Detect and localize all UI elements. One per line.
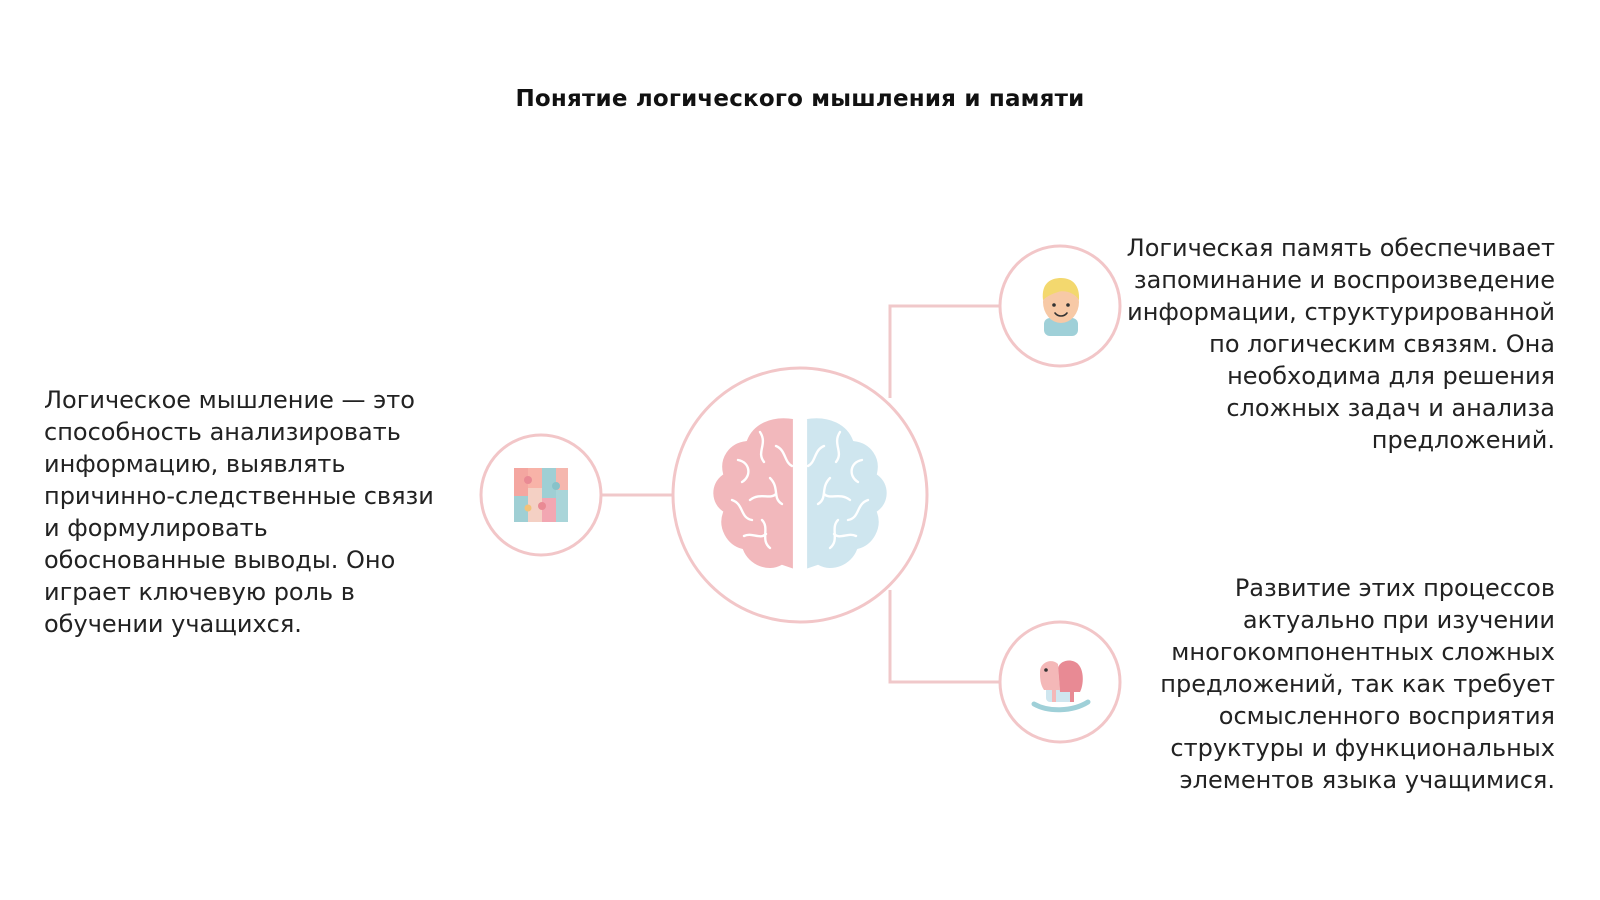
left-node <box>479 433 603 557</box>
logical-memory-text: Логическая память обеспечивает запоминан… <box>1126 234 1555 454</box>
child-icon <box>1042 278 1080 336</box>
rocking-horse-icon <box>1031 660 1091 713</box>
connector-bottom <box>888 590 1000 684</box>
center-node <box>671 366 929 624</box>
top-right-node <box>998 244 1122 368</box>
development-text: Развитие этих процессов актуально при из… <box>1160 574 1555 794</box>
brain-icon <box>711 416 889 572</box>
connector-top <box>888 304 1000 398</box>
page-title: Понятие логического мышления и памяти <box>515 86 1085 112</box>
connector-lines <box>602 304 1000 684</box>
logical-thinking-text: Логическое мышление — это способность ан… <box>44 386 434 638</box>
puzzle-icon <box>514 468 568 522</box>
bottom-right-node <box>998 620 1122 744</box>
